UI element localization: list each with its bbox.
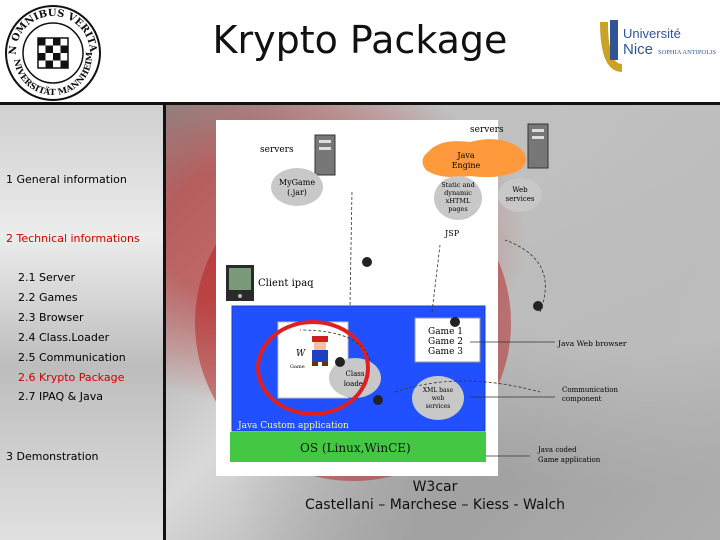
footer-authors: Castellani – Marchese – Kiess - Walch xyxy=(304,497,566,513)
nav-item-demonstration[interactable]: 3 Demonstration xyxy=(6,450,99,463)
footer: W3car Castellani – Marchese – Kiess - Wa… xyxy=(260,478,610,514)
logo-name-line1: Université xyxy=(623,26,681,41)
university-seal-icon: IN OMNIBUS VERITAS UNIVERSITÄT MANNHEIM xyxy=(4,4,101,101)
nav-item-games[interactable]: 2.2 Games xyxy=(18,291,78,304)
nav-item-classloader[interactable]: 2.4 Class.Loader xyxy=(18,331,110,344)
slide-title: Krypto Package xyxy=(212,18,508,62)
logo-name-line2: Nice xyxy=(623,41,653,58)
nav-item-krypto-package[interactable]: 2.6 Krypto Package xyxy=(18,371,125,384)
universite-nice-logo-icon: Université Nice SOPHIA ANTIPOLIS xyxy=(600,20,716,72)
architecture-diagram-panel xyxy=(216,120,498,476)
nav-item-general-information[interactable]: 1 General information xyxy=(6,173,127,186)
footer-project-name: W3car xyxy=(412,479,458,495)
header-divider xyxy=(0,102,720,105)
sidebar-background xyxy=(0,105,163,540)
nav-item-technical-informations[interactable]: 2 Technical informations xyxy=(6,232,140,245)
nav-item-server[interactable]: 2.1 Server xyxy=(18,271,76,284)
nav-item-ipaq-java[interactable]: 2.7 IPAQ & Java xyxy=(18,390,103,403)
nav-item-browser[interactable]: 2.3 Browser xyxy=(18,311,84,324)
logo-subtitle: SOPHIA ANTIPOLIS xyxy=(658,49,716,56)
sidebar-divider xyxy=(163,102,166,540)
nav-item-communication[interactable]: 2.5 Communication xyxy=(18,351,126,364)
